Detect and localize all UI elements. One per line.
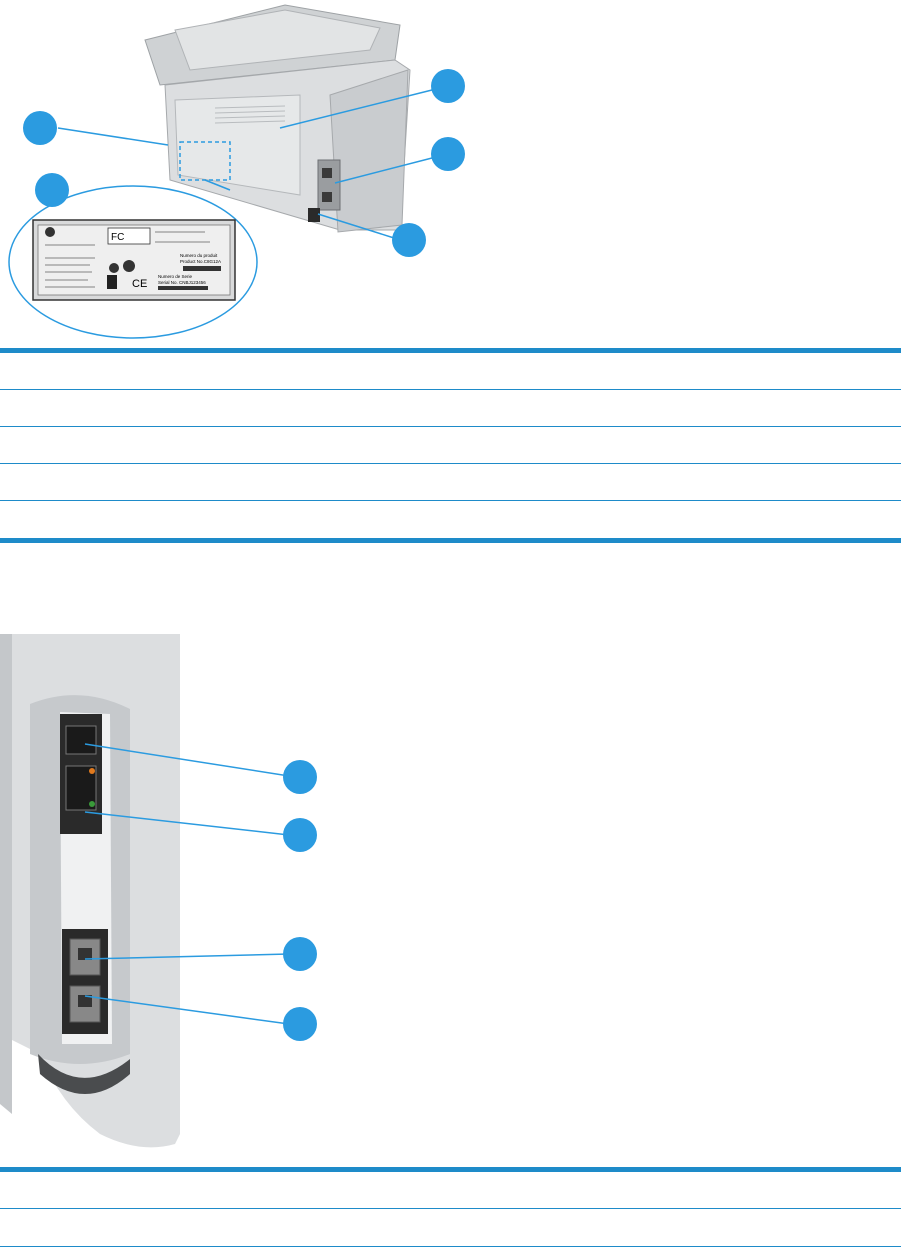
rear-view-callout-table bbox=[0, 348, 901, 543]
serial-value: Serial No. CNBJ123456 bbox=[158, 280, 206, 285]
table-bottom-rule bbox=[0, 538, 901, 543]
recycling-mark-icon bbox=[107, 275, 117, 289]
side-panel-illustration bbox=[0, 634, 180, 1148]
table-row bbox=[0, 353, 901, 390]
serial-label: Numero de Serie bbox=[158, 274, 193, 279]
callout-2 bbox=[283, 818, 317, 852]
callout-leaders bbox=[84, 743, 290, 1025]
product-number-label: Numero du produit bbox=[180, 253, 218, 258]
callout-2 bbox=[35, 173, 69, 207]
callout-4 bbox=[431, 137, 465, 171]
fcc-logo: FC bbox=[111, 232, 124, 243]
ports-callout-table bbox=[0, 1167, 901, 1247]
certification-mark-icon bbox=[123, 260, 135, 272]
printer-rear-view-figure: FC Numero du produit Product No.C8G12A N… bbox=[8, 4, 465, 339]
product-number-value: Product No.C8G12A bbox=[180, 259, 221, 264]
table-row bbox=[0, 464, 901, 501]
table-row bbox=[0, 390, 901, 427]
side-port-area bbox=[317, 159, 341, 211]
table-row bbox=[0, 1172, 901, 1209]
table-row bbox=[0, 427, 901, 464]
callout-3 bbox=[431, 69, 465, 103]
table-row bbox=[0, 501, 901, 538]
table-top-rule bbox=[0, 348, 901, 353]
regulatory-label-magnified: FC Numero du produit Product No.C8G12A N… bbox=[8, 179, 258, 339]
callout-3 bbox=[283, 937, 317, 971]
power-connector bbox=[308, 208, 320, 222]
ethernet-led-orange bbox=[89, 768, 95, 774]
ce-mark: CE bbox=[132, 278, 147, 290]
ethernet-led-green bbox=[89, 801, 95, 807]
printer-illustration bbox=[144, 4, 411, 233]
hp-logo-icon bbox=[45, 227, 55, 237]
callout-5 bbox=[392, 223, 426, 257]
usb-port bbox=[65, 725, 97, 755]
callout-4 bbox=[283, 1007, 317, 1041]
table-row bbox=[0, 1209, 901, 1246]
callout-1 bbox=[283, 760, 317, 794]
interface-ports-figure bbox=[0, 634, 317, 1148]
table-top-rule bbox=[0, 1167, 901, 1172]
callout-1 bbox=[23, 111, 57, 145]
certification-mark-icon bbox=[109, 263, 119, 273]
callout-leaders bbox=[57, 89, 433, 239]
